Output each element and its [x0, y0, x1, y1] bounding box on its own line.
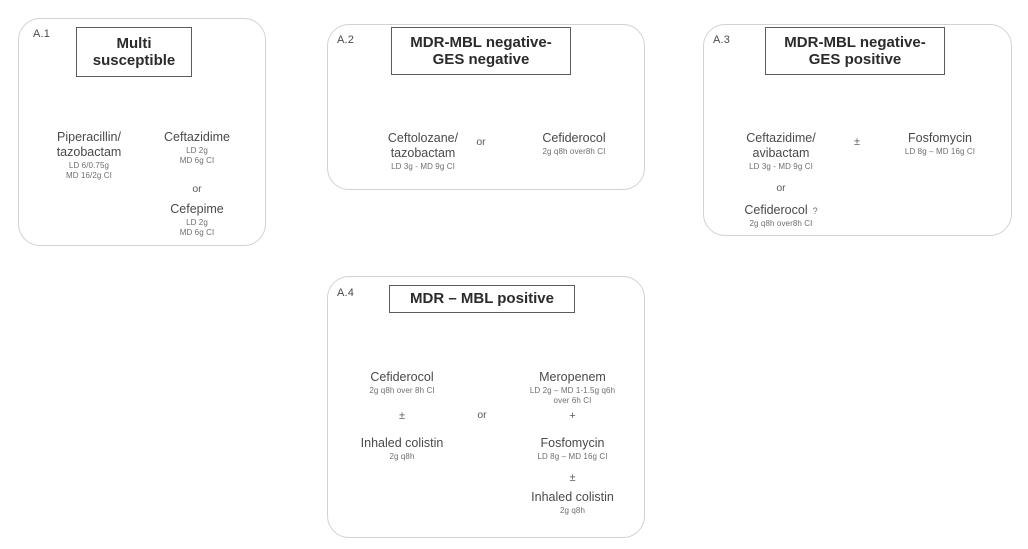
panel-a3-branch-right: Fosfomycin LD 8g – MD 16g CI — [875, 131, 1005, 156]
panel-a4-title-line1: MDR – MBL positive — [410, 290, 554, 308]
panel-a1-title-line2: susceptible — [92, 52, 176, 69]
panel-a4-right-third-dose: 2g q8h — [559, 505, 586, 515]
panel-a1-right-dose-line1: LD 2g — [186, 145, 208, 155]
panel-a1-title: Multi susceptible — [76, 27, 192, 77]
panel-a3-left-drug-line1: Ceftazidime/ — [746, 131, 816, 145]
panel-a1-right-alt-dose-line2: MD 6g CI — [179, 228, 215, 238]
panel-a2-right-dose-line1: 2g q8h over8h CI — [542, 146, 606, 156]
panel-a2-left-drug-line2: tazobactam — [390, 145, 456, 160]
panel-a2-left-drug-line1: Ceftolozane/ — [387, 131, 459, 145]
panel-a4-left-drug-line1: Cefiderocol — [370, 370, 434, 384]
panel-a4-branch-right-third: Inhaled colistin 2g q8h — [500, 490, 645, 515]
panel-a1-left-drug-line1: Piperacillin/ — [57, 130, 121, 144]
panel-a3-left-connector: or — [776, 182, 786, 194]
panel-a2-title-line2: GES negative — [432, 51, 530, 68]
panel-a3-branch-left-alt: Cefiderocol? 2g q8h over8h CI — [718, 203, 844, 228]
panel-a4-right-second-dose: LD 8g – MD 16g CI — [537, 451, 608, 461]
panel-a3-title-line1: MDR-MBL negative- — [784, 33, 926, 51]
panel-a3-middle-connector: ± — [853, 136, 861, 148]
panel-a4-branch-left-second: Inhaled colistin 2g q8h — [337, 436, 467, 461]
panel-a3-right-drug-line1: Fosfomycin — [908, 131, 972, 145]
panel-a4-left-second-dose: 2g q8h — [389, 451, 415, 461]
panel-a1 — [18, 18, 266, 246]
panel-a4-right-drug-line1: Meropenem — [539, 370, 606, 384]
panel-a2-middle-connector: or — [476, 136, 486, 148]
panel-a2-title: MDR-MBL negative- GES negative — [391, 27, 571, 75]
panel-a1-left-dose-line2: MD 16/2g CI — [65, 170, 112, 180]
panel-a1-branch-left: Piperacillin/ tazobactam LD 6/0.75g MD 1… — [28, 130, 150, 180]
panel-a1-right-alt-drug: Cefepime — [170, 202, 224, 216]
panel-a2-label: A.2 — [337, 34, 355, 46]
panel-a3-left-alt-dose-line1: 2g q8h over8h CI — [749, 218, 813, 228]
panel-a1-title-line1: Multi — [116, 34, 152, 52]
panel-a3-title: MDR-MBL negative- GES positive — [765, 27, 945, 75]
panel-a4-left-second-drug: Inhaled colistin — [360, 436, 444, 450]
panel-a1-right-dose-line2: MD 6g CI — [179, 156, 215, 166]
panel-a4-branch-right-second: Fosfomycin LD 8g – MD 16g CI — [500, 436, 645, 461]
panel-a3-label: A.3 — [713, 34, 731, 46]
panel-a1-branch-right-alt: Cefepime LD 2g MD 6g CI — [142, 202, 252, 238]
panel-a4-branch-left: Cefiderocol 2g q8h over 8h CI — [337, 370, 467, 395]
panel-a3-left-alt-drug: Cefiderocol — [744, 203, 808, 217]
panel-a4-right-combiner: + — [569, 410, 576, 422]
panel-a3-right-dose-line1: LD 8g – MD 16g CI — [904, 146, 976, 156]
panel-a2-right-drug-line1: Cefiderocol — [542, 131, 606, 145]
panel-a3-title-line2: GES positive — [808, 51, 902, 68]
panel-a3-left-drug-line2: avibactam — [752, 145, 810, 160]
panel-a4-right-dose-line1: LD 2g – MD 1-1.5g q6h — [529, 385, 616, 395]
panel-a4-title: MDR – MBL positive — [389, 285, 575, 313]
panel-a3-left-alt-marker: ? — [812, 206, 818, 216]
panel-a1-label: A.1 — [33, 28, 51, 40]
panel-a1-branch-right: Ceftazidime LD 2g MD 6g CI — [142, 130, 252, 166]
panel-a1-right-drug-line1: Ceftazidime — [164, 130, 230, 144]
panel-a4-right-dose-line2: over 6h CI — [553, 396, 592, 406]
panel-a4-right-combiner-2: ± — [569, 472, 576, 484]
panel-a4-branch-right: Meropenem LD 2g – MD 1-1.5g q6h over 6h … — [500, 370, 645, 406]
panel-a4 — [327, 276, 645, 538]
panel-a3-left-dose-line1: LD 3g - MD 9g CI — [749, 161, 813, 171]
panel-a2-title-line1: MDR-MBL negative- — [410, 33, 552, 51]
panel-a4-middle-connector: or — [477, 409, 487, 421]
panel-a3-left-alt-drug-wrap: Cefiderocol? — [718, 203, 844, 218]
panel-a2-branch-left: Ceftolozane/ tazobactam LD 3g - MD 9g CI — [358, 131, 488, 171]
panel-a2-branch-right: Cefiderocol 2g q8h over8h CI — [512, 131, 636, 156]
panel-a1-left-drug-line2: tazobactam — [56, 144, 122, 159]
panel-a1-right-connector: or — [192, 183, 202, 195]
panel-a4-right-third-drug: Inhaled colistin — [531, 490, 614, 504]
panel-a1-left-dose-line1: LD 6/0.75g — [68, 160, 110, 170]
panel-a4-left-dose-line1: 2g q8h over 8h CI — [369, 385, 435, 395]
panel-a4-label: A.4 — [337, 287, 355, 299]
panel-a4-left-combiner: ± — [398, 410, 406, 422]
panel-a4-right-second-drug: Fosfomycin — [540, 436, 605, 450]
panel-a1-right-alt-dose-line1: LD 2g — [186, 217, 208, 227]
panel-a3-branch-left: Ceftazidime/ avibactam LD 3g - MD 9g CI — [718, 131, 844, 171]
panel-a2-left-dose-line1: LD 3g - MD 9g CI — [391, 161, 455, 171]
